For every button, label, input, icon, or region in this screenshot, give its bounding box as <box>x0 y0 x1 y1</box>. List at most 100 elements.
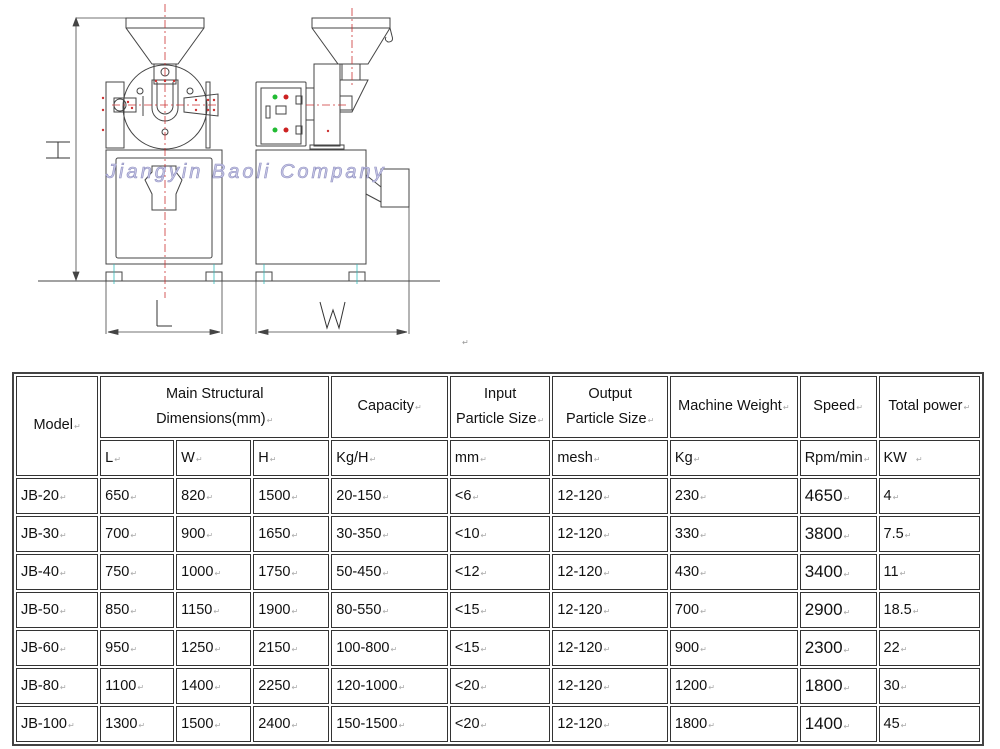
cell-output-size: 12-120↵ <box>552 478 668 514</box>
cell-width: 1250↵ <box>176 630 252 666</box>
cell-speed: 1800↵ <box>799 668 877 704</box>
cell-power: 22↵ <box>878 630 980 666</box>
cell-capacity: 30-350↵ <box>331 516 448 552</box>
cell-power: 4↵ <box>878 478 980 514</box>
height-label <box>46 141 70 159</box>
table-row: JB-100↵1300↵1500↵2400↵150-1500↵<20↵12-12… <box>16 706 980 742</box>
cell-weight: 700↵ <box>669 592 798 628</box>
cell-capacity: 150-1500↵ <box>331 706 448 742</box>
units-row: L↵ W↵ H↵ Kg/H↵ mm↵ mesh↵ Kg↵ Rpm/min↵ KW… <box>16 440 980 476</box>
cell-model: JB-50↵ <box>16 592 99 628</box>
cell-width: 1150↵ <box>176 592 252 628</box>
cell-power: 11↵ <box>878 554 980 590</box>
cell-weight: 900↵ <box>669 630 798 666</box>
side-hopper <box>311 17 391 65</box>
unit-weight: Kg↵ <box>669 440 798 476</box>
cell-speed: 2300↵ <box>799 630 877 666</box>
table-row: JB-40↵750↵1000↵1750↵50-450↵<12↵12-120↵43… <box>16 554 980 590</box>
header-weight: Machine Weight↵ <box>669 376 798 438</box>
cell-length: 1100↵ <box>100 668 175 704</box>
cell-capacity: 50-450↵ <box>331 554 448 590</box>
cell-weight: 230↵ <box>669 478 798 514</box>
cell-height: 2150↵ <box>253 630 330 666</box>
header-capacity: Capacity↵ <box>331 376 448 438</box>
unit-output: mesh↵ <box>552 440 668 476</box>
cell-input-size: <6↵ <box>449 478 551 514</box>
cell-model: JB-60↵ <box>16 630 99 666</box>
cell-model: JB-80↵ <box>16 668 99 704</box>
watermark: Jiangyin Baoli Company <box>105 161 387 183</box>
cell-model: JB-20↵ <box>16 478 99 514</box>
indicator-light-green <box>272 94 278 100</box>
cell-height: 2250↵ <box>253 668 330 704</box>
unit-capacity: Kg/H↵ <box>331 440 448 476</box>
cell-model: JB-30↵ <box>16 516 99 552</box>
cell-speed: 4650↵ <box>799 478 877 514</box>
unit-height: H↵ <box>253 440 330 476</box>
indicator-light-green <box>272 127 278 133</box>
cell-input-size: <15↵ <box>449 592 551 628</box>
table-row: JB-50↵850↵1150↵1900↵80-550↵<15↵12-120↵70… <box>16 592 980 628</box>
cell-length: 700↵ <box>100 516 175 552</box>
cell-height: 1500↵ <box>253 478 330 514</box>
header-power: Total power↵ <box>878 376 980 438</box>
cell-input-size: <20↵ <box>449 668 551 704</box>
cell-length: 650↵ <box>100 478 175 514</box>
cell-power: 45↵ <box>878 706 980 742</box>
cell-height: 2400↵ <box>253 706 330 742</box>
cell-input-size: <15↵ <box>449 630 551 666</box>
table-row: JB-20↵650↵820↵1500↵20-150↵<6↵12-120↵230↵… <box>16 478 980 514</box>
cell-height: 1650↵ <box>253 516 330 552</box>
unit-length: L↵ <box>100 440 175 476</box>
length-label <box>156 300 172 327</box>
cell-capacity: 120-1000↵ <box>331 668 448 704</box>
cell-speed: 1400↵ <box>799 706 877 742</box>
cell-model: JB-40↵ <box>16 554 99 590</box>
unit-width: W↵ <box>176 440 252 476</box>
table-row: JB-80↵1100↵1400↵2250↵120-1000↵<20↵12-120… <box>16 668 980 704</box>
unit-speed: Rpm/min↵ <box>799 440 877 476</box>
indicator-light-red <box>283 127 289 133</box>
cell-power: 30↵ <box>878 668 980 704</box>
cell-length: 1300↵ <box>100 706 175 742</box>
cell-model: JB-100↵ <box>16 706 99 742</box>
header-speed: Speed↵ <box>799 376 877 438</box>
cell-capacity: 20-150↵ <box>331 478 448 514</box>
cell-speed: 3800↵ <box>799 516 877 552</box>
cell-capacity: 80-550↵ <box>331 592 448 628</box>
cell-power: 18.5↵ <box>878 592 980 628</box>
machine-drawing: Jiangyin Baoli Company <box>38 4 440 336</box>
cell-output-size: 12-120↵ <box>552 630 668 666</box>
unit-input: mm↵ <box>449 440 551 476</box>
cell-length: 750↵ <box>100 554 175 590</box>
cell-height: 1750↵ <box>253 554 330 590</box>
cell-width: 900↵ <box>176 516 252 552</box>
header-model: Model↵ <box>16 376 99 476</box>
cell-width: 1500↵ <box>176 706 252 742</box>
cell-height: 1900↵ <box>253 592 330 628</box>
cell-speed: 3400↵ <box>799 554 877 590</box>
unit-power: KW ↵ <box>878 440 980 476</box>
cell-speed: 2900↵ <box>799 592 877 628</box>
cell-weight: 430↵ <box>669 554 798 590</box>
cell-output-size: 12-120↵ <box>552 668 668 704</box>
cell-power: 7.5↵ <box>878 516 980 552</box>
paragraph-mark: ↵ <box>462 338 469 347</box>
cell-weight: 1200↵ <box>669 668 798 704</box>
control-box-outer <box>255 81 307 147</box>
control-panel <box>260 87 302 145</box>
table-row: JB-60↵950↵1250↵2150↵100-800↵<15↵12-120↵9… <box>16 630 980 666</box>
cell-output-size: 12-120↵ <box>552 554 668 590</box>
side-outlet <box>380 168 410 208</box>
indicator-light-red <box>283 94 289 100</box>
cell-width: 820↵ <box>176 478 252 514</box>
cell-length: 950↵ <box>100 630 175 666</box>
cell-output-size: 12-120↵ <box>552 592 668 628</box>
cell-weight: 1800↵ <box>669 706 798 742</box>
cell-input-size: <20↵ <box>449 706 551 742</box>
